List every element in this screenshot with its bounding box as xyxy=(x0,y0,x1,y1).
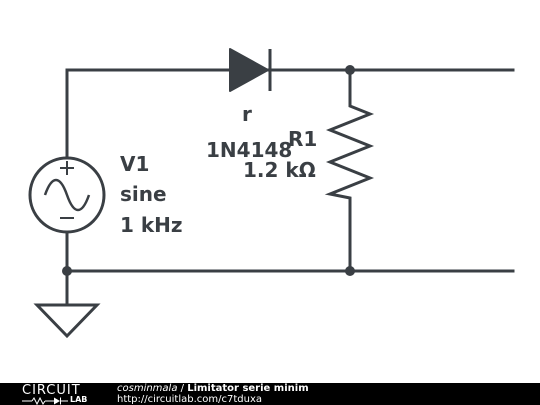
circuitlab-logo-icon xyxy=(22,396,68,405)
diode-triangle xyxy=(229,48,269,92)
diode-symbol xyxy=(229,48,272,92)
diode-part-label: 1N4148 xyxy=(206,138,292,162)
credit-line: cosminmala / Limitator serie minim xyxy=(117,383,309,394)
source-name-label: V1 xyxy=(120,152,149,176)
resistor-value-label: 1.2 kΩ xyxy=(243,158,316,182)
source-type-label: sine xyxy=(120,182,167,206)
credit-separator: / xyxy=(177,383,188,394)
ground-symbol xyxy=(33,303,101,339)
diode-name-label: r xyxy=(242,102,252,126)
circuit-title: Limitator serie minim xyxy=(187,383,309,394)
footer-bar: CIRCUIT LAB cosminmala / Limitator serie… xyxy=(0,383,540,405)
circuitlab-logo-text: CIRCUIT xyxy=(22,383,81,398)
junction-dot-bottom-left xyxy=(62,266,72,276)
circuitlab-logo-lab: LAB xyxy=(70,395,88,404)
source-circle xyxy=(28,156,106,234)
sine-source-symbol xyxy=(28,156,106,234)
sine-wave-icon xyxy=(43,178,91,212)
circuit-schematic: r 1N4148 R1 1.2 kΩ V1 sine 1 kHz xyxy=(28,48,515,339)
junction-dot-top-right xyxy=(345,65,355,75)
junction-dot-bottom-right xyxy=(345,266,355,276)
author-link[interactable]: cosminmala xyxy=(117,383,178,394)
source-frequency-label: 1 kHz xyxy=(120,213,183,237)
resistor-symbol xyxy=(324,102,375,202)
circuit-url-link[interactable]: http://circuitlab.com/c7tduxa xyxy=(117,394,263,405)
resistor-name-label: R1 xyxy=(288,127,317,151)
